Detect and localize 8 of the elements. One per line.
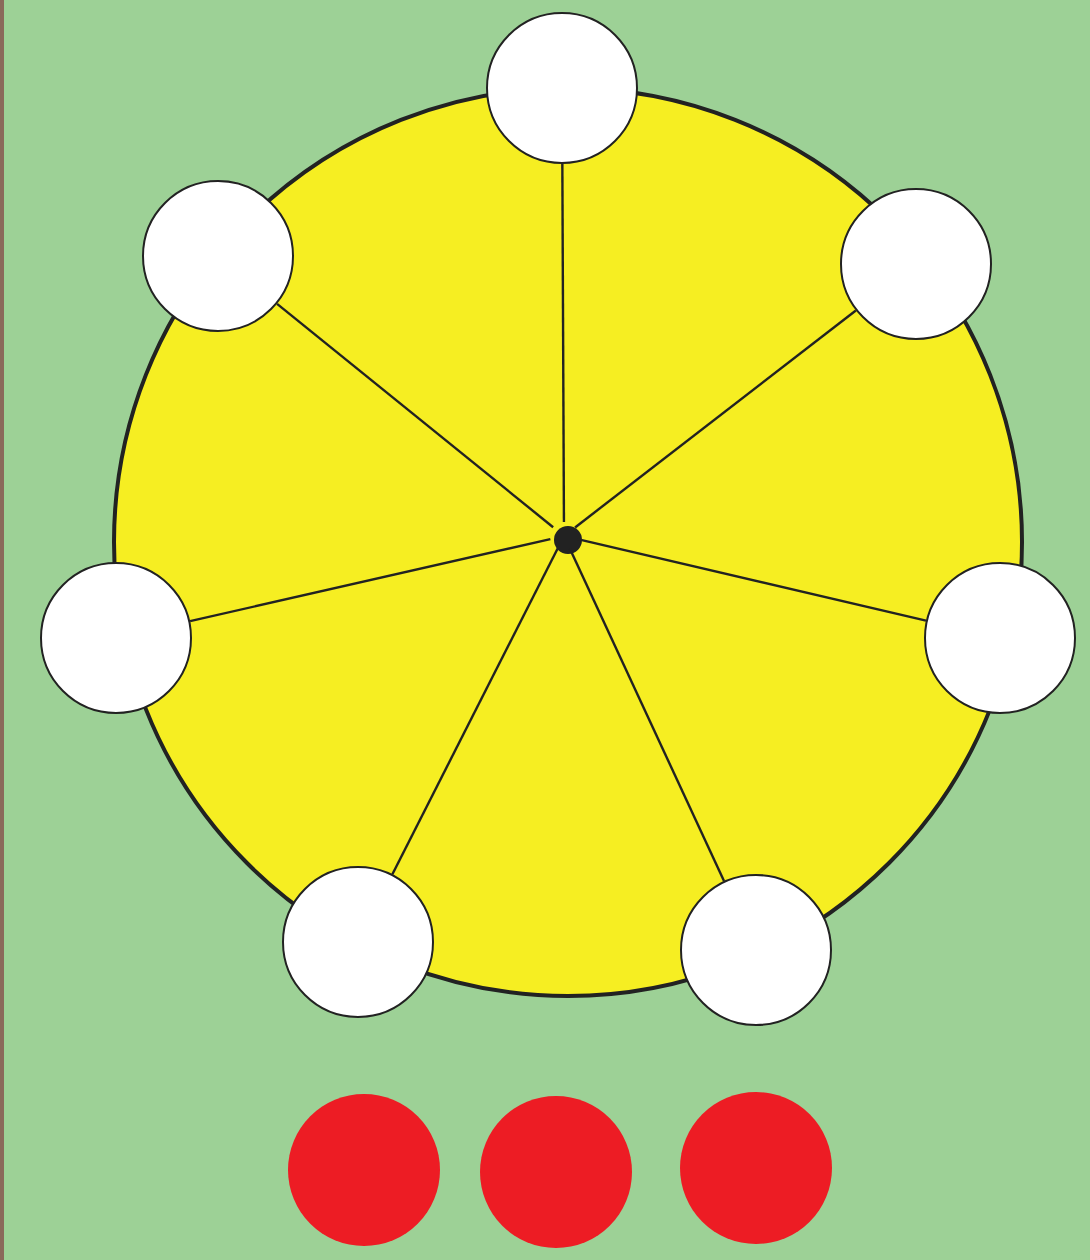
spoke-line — [577, 538, 927, 622]
spoke-line — [561, 164, 566, 522]
spoke-line — [276, 302, 554, 529]
center-dot — [554, 526, 582, 554]
spoke-line — [574, 309, 857, 529]
spoke-line — [189, 537, 551, 623]
spoke-line — [568, 548, 726, 882]
spoke-line — [391, 547, 559, 875]
